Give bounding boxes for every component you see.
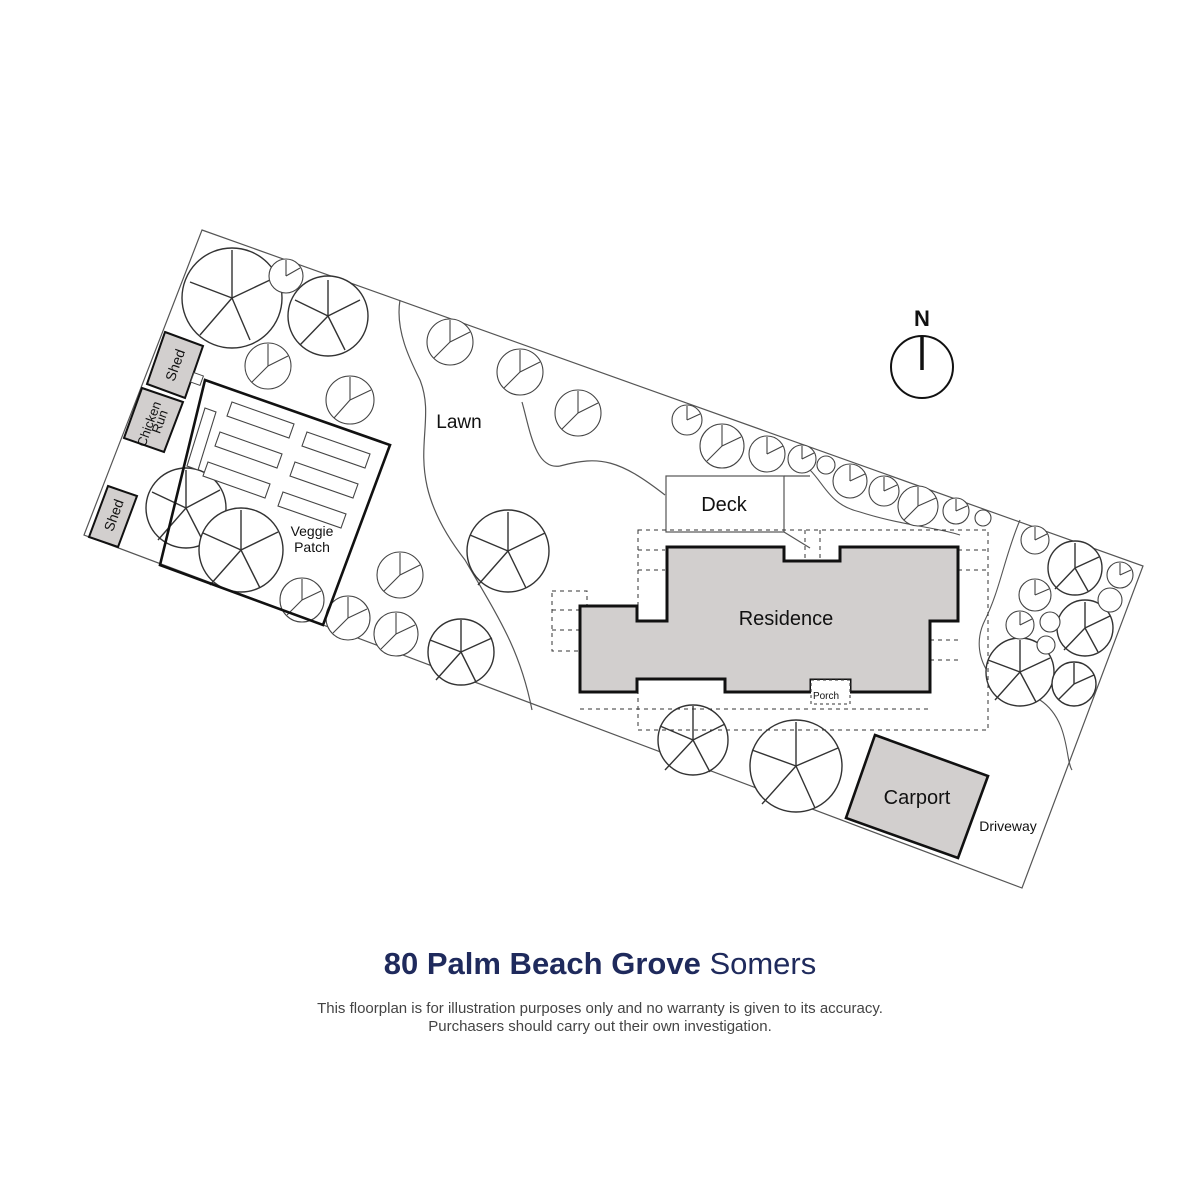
tree-icon (974, 509, 992, 527)
shed-top (145, 330, 205, 400)
tree-icon (657, 704, 729, 776)
tree-icon (373, 611, 419, 657)
tree-icon (868, 475, 900, 507)
tree-icon (325, 375, 375, 425)
tree-icon (748, 435, 786, 473)
property-title: 80 Palm Beach Grove Somers (0, 946, 1200, 982)
tree-icon (496, 348, 544, 396)
chicken-run (122, 386, 185, 454)
tree-icon (325, 595, 371, 641)
north-arrow (890, 335, 954, 399)
tree-icon (897, 485, 939, 527)
tree-icon (426, 318, 474, 366)
shed-bottom (87, 484, 139, 549)
tree-icon (1036, 635, 1056, 655)
tree-icon (427, 618, 495, 686)
tree-icon (287, 275, 369, 357)
deck-area (665, 475, 785, 533)
tree-icon (671, 404, 703, 436)
tree-icon (1005, 610, 1035, 640)
veggie-patch-outline (158, 378, 392, 627)
tree-icon (466, 509, 550, 593)
garden-beds (186, 401, 371, 529)
tree-icon (279, 577, 325, 623)
gate (189, 371, 205, 387)
disclaimer-line: Purchasers should carry out their own in… (428, 1018, 772, 1035)
tree-icon (1039, 611, 1061, 633)
lawn-boundary-curve (521, 401, 666, 496)
tree-icon (1051, 661, 1097, 707)
deck-label: Deck (701, 494, 748, 516)
carport-label: Carport (884, 787, 951, 809)
tree-icon (787, 444, 817, 474)
veggie-patch-label: Patch (294, 539, 330, 555)
tree-icon (1056, 599, 1114, 657)
tree-icon (816, 455, 836, 475)
tree-icon (749, 719, 843, 813)
tree-icon (942, 497, 970, 525)
porch-label: Porch (813, 691, 839, 702)
garden-bed-curve (809, 469, 961, 536)
tree-icon (181, 247, 283, 349)
tree-icon (1047, 540, 1103, 596)
driveway-label: Driveway (979, 818, 1037, 834)
tree-icon (1020, 525, 1050, 555)
tree-icon (198, 507, 284, 593)
tree-icon (699, 423, 745, 469)
tree-icon (244, 342, 292, 390)
disclaimer-line: This floorplan is for illustration purpo… (317, 1000, 883, 1017)
tree-icon (1097, 587, 1123, 613)
deck-edge (783, 531, 811, 549)
tree-icon (1018, 578, 1052, 612)
residence-label: Residence (739, 608, 834, 630)
property-address: 80 Palm Beach Grove (383, 946, 701, 981)
property-suburb: Somers (709, 946, 817, 981)
veggie-patch-label: Veggie (291, 523, 334, 539)
tree-icon (1106, 561, 1134, 589)
porch-area (810, 679, 851, 705)
tree-icon (832, 463, 868, 499)
north-label: N (914, 306, 930, 331)
carport-building (844, 733, 990, 860)
tree-icon (268, 258, 304, 294)
lawn-label: Lawn (436, 412, 481, 433)
tree-icon (376, 551, 424, 599)
lawn-boundary-curve (398, 299, 533, 711)
tree-icon (554, 389, 602, 437)
